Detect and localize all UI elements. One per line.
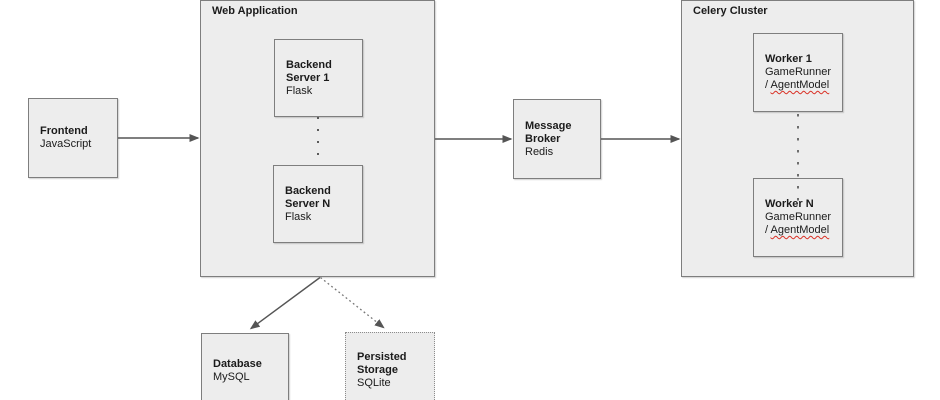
persisted-storage-title: Persisted Storage [357,350,407,376]
backend-server-1-title: Backend Server 1 [286,58,332,84]
worker-1-agentmodel: AgentModel [770,79,830,91]
persisted-storage-subtitle: SQLite [357,376,391,389]
worker-1-subtitle-line2: / AgentModel [765,79,838,92]
backend-server-1-subtitle: Flask [286,84,313,97]
database-title: Database [213,357,262,370]
arrow-webapp-to-persisted-storage-dotted [320,276,385,329]
backend-server-n-title: Backend Server N [285,184,331,210]
frontend-title: Frontend [40,125,88,137]
worker-1-subtitle-line1: GameRunner [765,66,832,78]
message-broker-title: Message Broker [525,119,572,145]
database-subtitle: MySQL [213,370,250,383]
frontend-node: Frontend JavaScript [28,98,118,178]
worker-1-slash: / [765,79,769,91]
backend-server-n-subtitle: Flask [285,210,312,223]
worker-n-slash: / [765,224,769,236]
worker-1-title: Worker 1 [765,53,812,65]
message-broker-subtitle: Redis [525,145,554,158]
worker-n-subtitle-line1: GameRunner [765,211,832,223]
database-node: Database MySQL [201,333,289,400]
web-application-label: Web Application [212,5,298,17]
worker-n-agentmodel: AgentModel [770,224,830,236]
celery-cluster-label: Celery Cluster [693,5,768,17]
worker-n-title: Worker N [765,198,814,210]
persisted-storage-node: Persisted Storage SQLite [345,332,435,400]
worker-n-subtitle-line2: / AgentModel [765,224,838,237]
workers-ellipsis-dots [796,114,799,201]
message-broker-node: Message Broker Redis [513,99,601,179]
backend-server-1-node: Backend Server 1 Flask [274,39,363,117]
backend-servers-ellipsis-dots [316,117,319,157]
frontend-subtitle: JavaScript [40,138,92,150]
worker-1-node: Worker 1 GameRunner / AgentModel [753,33,843,112]
arrow-webapp-to-database [249,276,321,330]
backend-server-n-node: Backend Server N Flask [273,165,363,243]
